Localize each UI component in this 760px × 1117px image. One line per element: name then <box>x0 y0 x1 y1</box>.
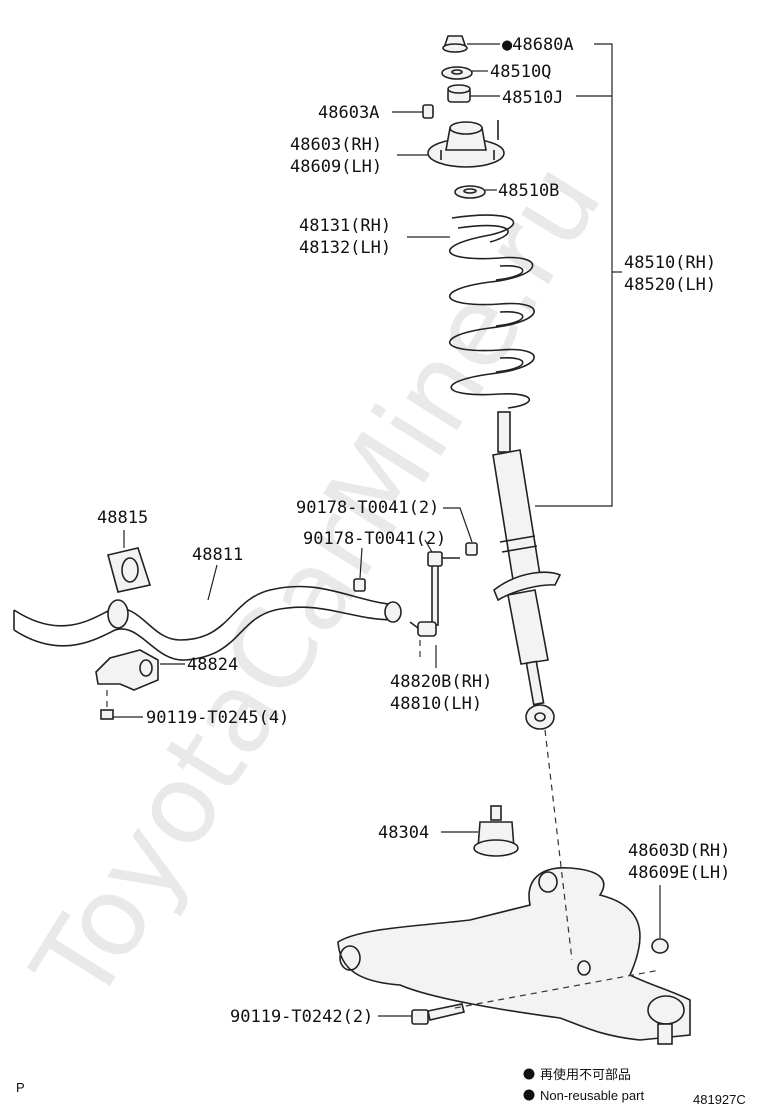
lower-arm[interactable] <box>337 867 691 1045</box>
label-48510J[interactable]: 48510J <box>502 88 563 108</box>
label-48820B-rh[interactable]: 48820B(RH) <box>390 672 492 692</box>
label-90178-b[interactable]: 90178-T0041(2) <box>303 529 446 549</box>
shock-absorber-48510[interactable] <box>492 411 562 730</box>
label-48603D-rh[interactable]: 48603D(RH) <box>628 841 730 861</box>
coil-spring-48131[interactable] <box>449 214 535 409</box>
label-90178-a[interactable]: 90178-T0041(2) <box>296 498 439 518</box>
legend-bullet-icon <box>523 1089 535 1101</box>
bushing-in-bar <box>107 599 129 629</box>
label-48603A[interactable]: 48603A <box>318 103 379 123</box>
label-48510Q[interactable]: 48510Q <box>490 62 551 82</box>
bolt-90119-T0242[interactable] <box>411 1003 465 1025</box>
label-48811[interactable]: 48811 <box>192 545 243 565</box>
footer-mark: P <box>16 1080 25 1095</box>
nut-48680A[interactable] <box>442 35 468 53</box>
diagram-id: 481927C <box>693 1092 746 1107</box>
support-48603[interactable] <box>427 120 505 168</box>
label-48609-lh[interactable]: 48609(LH) <box>290 157 382 177</box>
label-48815[interactable]: 48815 <box>97 508 148 528</box>
nut-48603A[interactable] <box>422 104 434 119</box>
legend-bullet-icon <box>523 1068 535 1080</box>
bushing-48510J[interactable] <box>447 84 471 103</box>
bracket-48824[interactable] <box>95 649 159 691</box>
label-48680A[interactable]: ●48680A <box>502 35 574 55</box>
label-90119-T0245[interactable]: 90119-T0245(4) <box>146 708 289 728</box>
leader-lines <box>113 43 661 1017</box>
label-48304[interactable]: 48304 <box>378 823 429 843</box>
bolt-90119-T0245[interactable] <box>100 690 114 720</box>
label-90119-T0242[interactable]: 90119-T0242(2) <box>230 1007 373 1027</box>
label-48603-rh[interactable]: 48603(RH) <box>290 135 382 155</box>
label-48609E-lh[interactable]: 48609E(LH) <box>628 863 730 883</box>
label-48510-rh[interactable]: 48510(RH) <box>624 253 716 273</box>
bump-stopper-48304[interactable] <box>473 805 519 857</box>
washer-48510Q[interactable] <box>441 66 473 80</box>
label-48824[interactable]: 48824 <box>187 655 238 675</box>
seat-48510B[interactable] <box>454 185 486 199</box>
nut-90178-b[interactable] <box>353 578 366 592</box>
label-48510B[interactable]: 48510B <box>498 181 559 201</box>
nut-90178-a[interactable] <box>465 542 478 556</box>
stabilizer-link-48820B[interactable] <box>409 551 460 637</box>
install-line-bolt <box>454 969 661 1009</box>
stabilizer-bar-48811[interactable] <box>13 585 402 661</box>
bushing-48815[interactable] <box>107 547 152 593</box>
legend-jp: 再使用不可部品 <box>540 1067 631 1082</box>
label-48810-lh[interactable]: 48810(LH) <box>390 694 482 714</box>
label-48520-lh[interactable]: 48520(LH) <box>624 275 716 295</box>
nut-48603D[interactable] <box>651 938 669 954</box>
legend-en: Non-reusable part <box>540 1088 644 1103</box>
legend: 再使用不可部品 Non-reusable part <box>523 1067 644 1103</box>
label-48132-lh[interactable]: 48132(LH) <box>299 238 391 258</box>
label-48131-rh[interactable]: 48131(RH) <box>299 216 391 236</box>
install-line-shock <box>544 729 573 961</box>
